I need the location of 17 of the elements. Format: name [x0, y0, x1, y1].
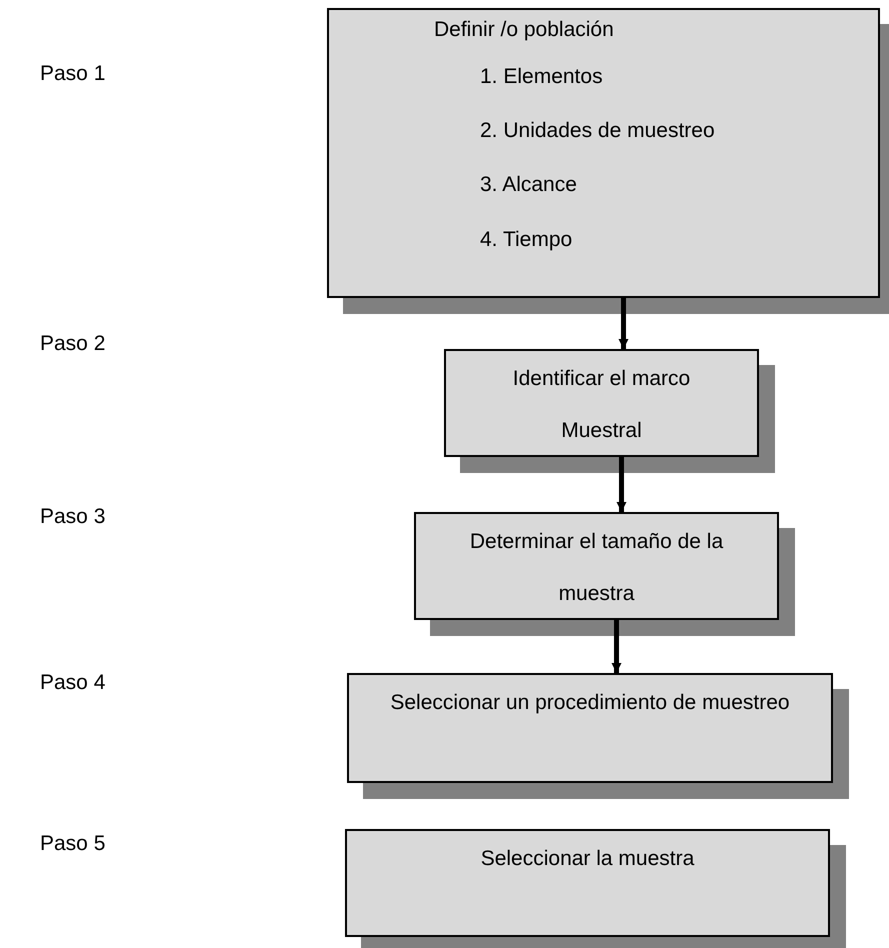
list-item: 2. Unidades de muestreo — [480, 119, 715, 143]
box-text: Seleccionar un procedimiento de muestreo — [389, 690, 791, 716]
step-label: Paso 3 — [40, 505, 106, 529]
arrow — [612, 620, 622, 673]
box-text: Seleccionar la muestra — [480, 846, 696, 872]
arrow — [618, 298, 628, 349]
list-item: 4. Tiempo — [480, 228, 572, 252]
box-text: Determinar el tamaño de la muestra — [468, 529, 724, 607]
step-label: Paso 2 — [40, 332, 106, 356]
step-label: Paso 4 — [40, 671, 106, 695]
list-item: 1. Elementos — [480, 65, 603, 89]
arrow — [616, 457, 626, 512]
box-heading: Definir /o población — [434, 18, 614, 42]
box-text: Identificar el marco Muestral — [512, 366, 692, 444]
list-item: 3. Alcance — [480, 173, 577, 197]
step-label: Paso 1 — [40, 62, 106, 86]
step-label: Paso 5 — [40, 832, 106, 856]
